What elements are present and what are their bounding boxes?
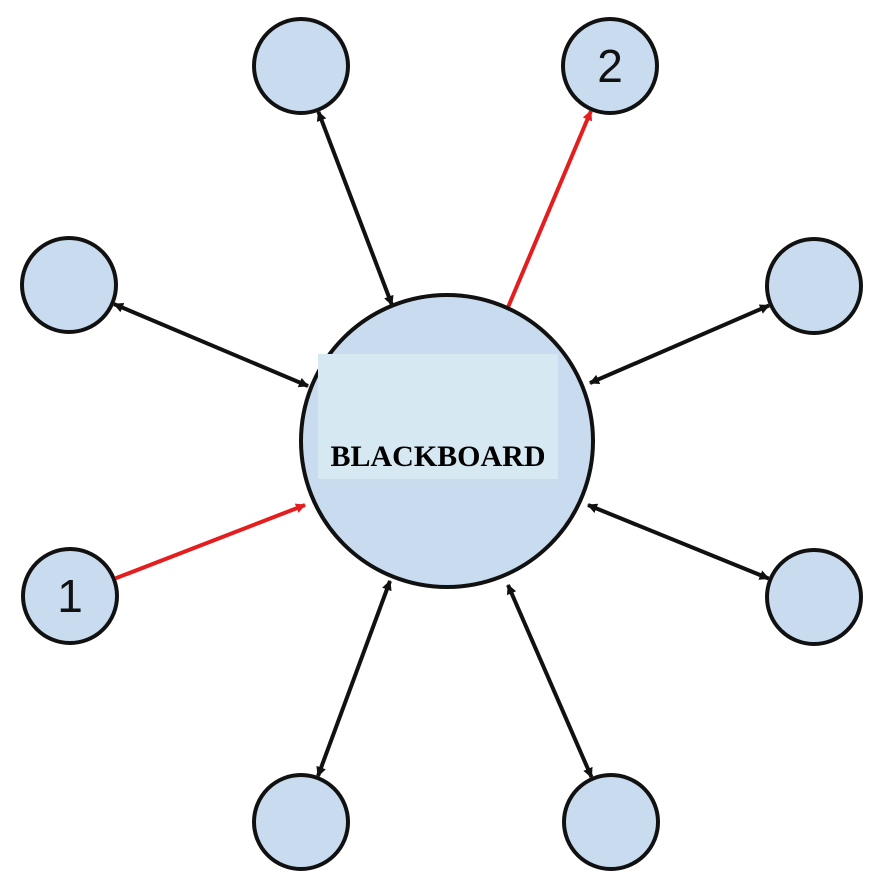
node-right-upper [765, 237, 863, 335]
connector-right-upper [589, 303, 770, 385]
node-top-left [252, 17, 350, 115]
node-circle [20, 236, 118, 334]
node-circle [252, 773, 350, 871]
connector-right-lower [587, 503, 770, 581]
blackboard-label-background [318, 354, 558, 479]
node-bottom-right [562, 773, 660, 871]
blackboard-label: BLACKBOARD [330, 440, 545, 473]
node-label: 2 [597, 40, 623, 92]
node-node-1: 1 [21, 547, 119, 645]
nodes-layer: 12 [20, 17, 863, 871]
node-bottom-left [252, 773, 350, 871]
connector-node-1 [114, 503, 306, 581]
node-label: 1 [57, 570, 83, 622]
connections-layer [113, 110, 770, 779]
node-circle [252, 17, 350, 115]
node-circle [765, 237, 863, 335]
node-circle [561, 17, 659, 115]
connector-left [113, 302, 309, 388]
node-circle [562, 773, 660, 871]
node-right-lower [765, 548, 863, 646]
connector-top-left [316, 110, 394, 306]
connector-bottom-left [316, 580, 392, 777]
node-circle [765, 548, 863, 646]
node-left [20, 236, 118, 334]
blackboard-node: BLACKBOARD [299, 293, 595, 589]
connector-node-2 [504, 110, 593, 313]
node-node-2: 2 [561, 17, 659, 115]
connector-bottom-right [506, 584, 594, 779]
node-circle [21, 547, 119, 645]
